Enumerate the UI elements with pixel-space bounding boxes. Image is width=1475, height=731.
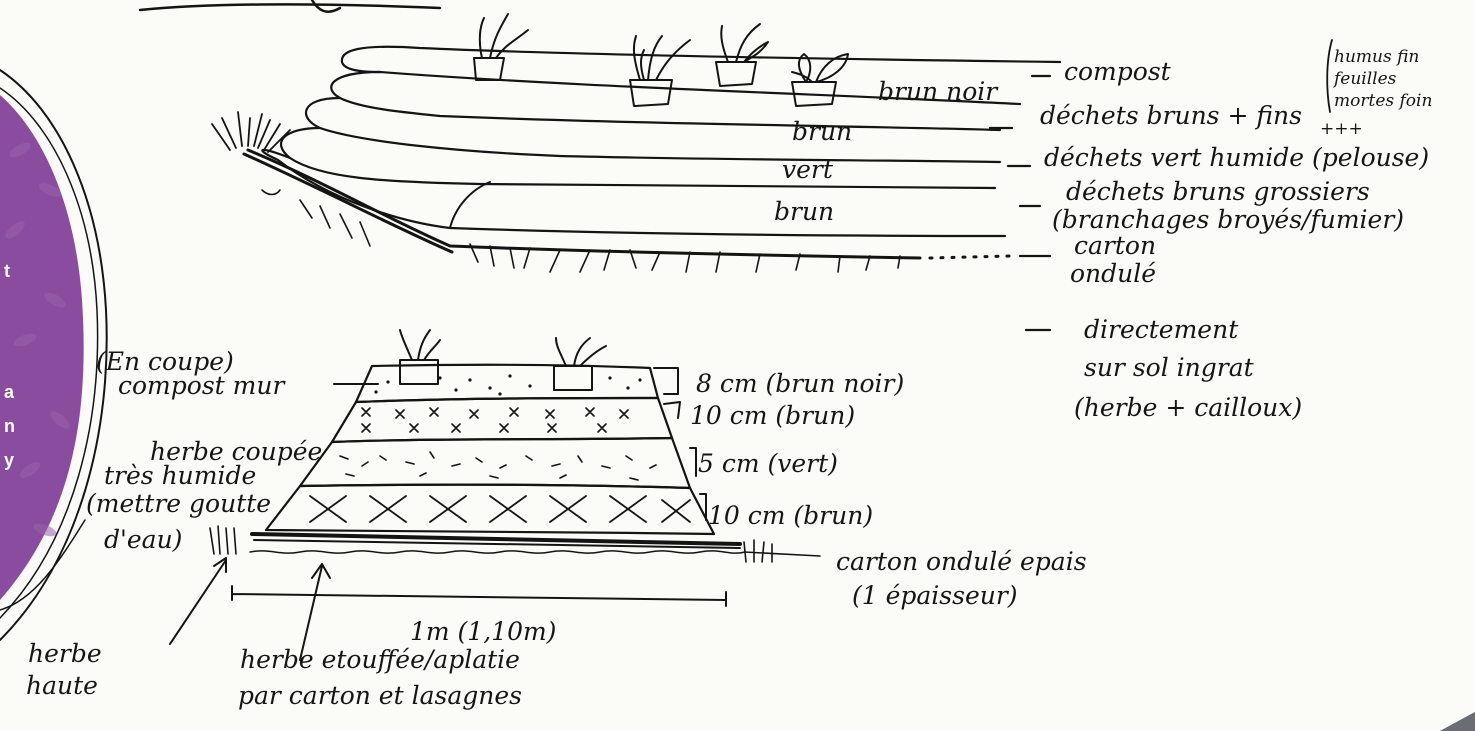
deau: d'eau) bbox=[104, 525, 182, 554]
herbe-haute-2: haute bbox=[26, 671, 98, 700]
legend-branchages: (branchages broyés/fumier) bbox=[1052, 205, 1404, 234]
side-letter: a bbox=[4, 382, 15, 402]
note-humus-fin: humus fin bbox=[1334, 47, 1419, 67]
legend-herbe-cailloux: (herbe + cailloux) bbox=[1074, 393, 1302, 422]
side-letter: y bbox=[4, 450, 14, 470]
carton-ondule-epais: carton ondulé epais bbox=[836, 547, 1087, 576]
section-compost-mur: compost mur bbox=[118, 371, 286, 400]
top-label-vert: vert bbox=[782, 155, 834, 184]
depth-10cm-1: 10 cm (brun) bbox=[690, 401, 855, 430]
legend-dechets-bruns-fins: déchets bruns + fins bbox=[1040, 101, 1302, 130]
une-epaisseur: (1 épaisseur) bbox=[852, 581, 1018, 610]
note-feuilles: feuilles bbox=[1332, 69, 1397, 89]
side-letter: t bbox=[4, 261, 10, 281]
depth-10cm-2: 10 cm (brun) bbox=[708, 501, 873, 530]
legend-ondule: ondulé bbox=[1070, 259, 1156, 288]
legend-dechets-vert: déchets vert humide (pelouse) bbox=[1044, 143, 1429, 172]
note-mortes-foin: mortes foin bbox=[1334, 91, 1432, 111]
note-plus: +++ bbox=[1320, 119, 1363, 139]
herbe-etouffee: herbe etouffée/aplatie bbox=[240, 645, 520, 674]
width-label: 1m (1,10m) bbox=[410, 617, 556, 646]
side-letter: n bbox=[4, 416, 15, 436]
legend-carton: carton bbox=[1074, 231, 1156, 260]
mettre-goutte: (mettre goutte bbox=[86, 489, 271, 518]
top-label-brun-2: brun bbox=[774, 197, 834, 226]
legend-dechets-grossiers: déchets bruns grossiers bbox=[1066, 177, 1370, 206]
depth-8cm: 8 cm (brun noir) bbox=[696, 369, 904, 398]
depth-5cm: 5 cm (vert) bbox=[698, 449, 838, 478]
herbe-haute-1: herbe bbox=[28, 639, 102, 668]
legend-compost: compost bbox=[1064, 57, 1172, 86]
par-carton: par carton et lasagnes bbox=[238, 681, 522, 710]
tres-humide: très humide bbox=[104, 461, 256, 490]
top-label-brun-1: brun bbox=[792, 117, 852, 146]
top-label-brun-noir: brun noir bbox=[878, 77, 999, 106]
legend-directement: directement bbox=[1084, 315, 1239, 344]
legend-sol-ingrat: sur sol ingrat bbox=[1084, 353, 1255, 382]
